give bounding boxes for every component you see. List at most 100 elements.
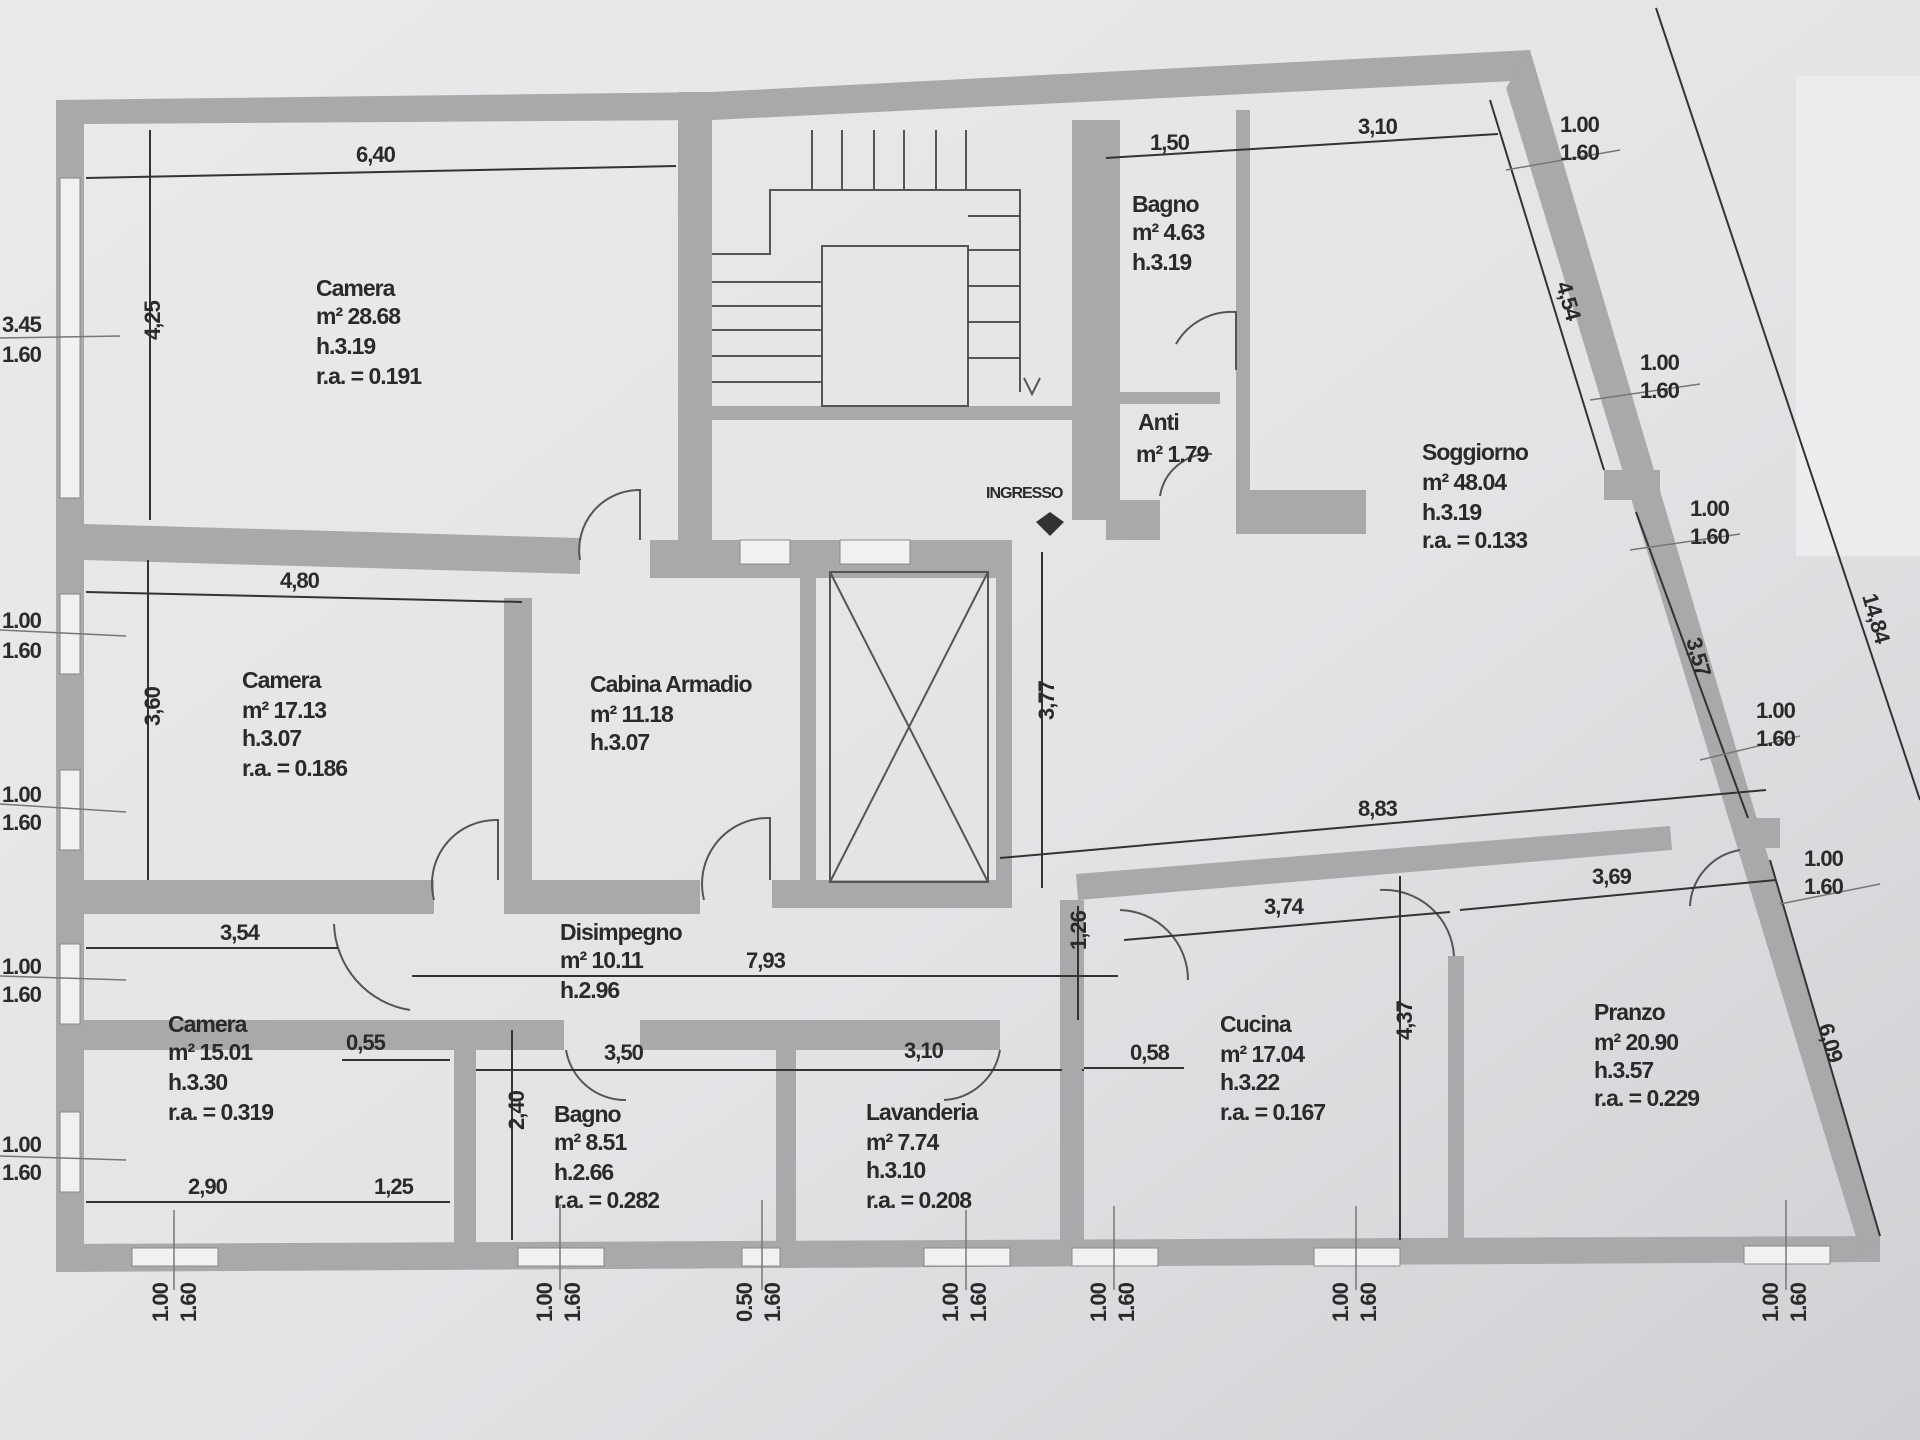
wall-camera1-bottom <box>84 524 580 574</box>
dim-793: 7,93 <box>746 948 786 973</box>
win-right-3-h: 1.60 <box>1690 524 1730 549</box>
bagno-top-area: m² 4.63 <box>1132 219 1204 245</box>
dim-360: 3,60 <box>140 686 165 726</box>
camera2-name: Camera <box>242 667 322 693</box>
win-bot-2-w: 1.00 <box>532 1282 557 1322</box>
lavanderia-name: Lavanderia <box>866 1099 979 1125</box>
leader <box>1629 533 1741 551</box>
window-entry-2 <box>839 539 911 565</box>
dim-310t: 3,10 <box>1358 114 1398 139</box>
camera3-ra: r.a. = 0.319 <box>168 1099 273 1125</box>
soggiorno-name: Soggiorno <box>1422 439 1529 465</box>
camera2-height: h.3.07 <box>242 725 301 751</box>
dim-425: 4,25 <box>140 300 165 340</box>
dim-240: 2,40 <box>504 1090 529 1130</box>
dim-line-454 <box>1489 99 1605 471</box>
disimpegno-height: h.2.96 <box>560 977 619 1003</box>
wall-cucina-right <box>1448 956 1464 1244</box>
win-bot-5-w: 1.00 <box>1086 1282 1111 1322</box>
camera2-ra: r.a. = 0.186 <box>242 755 347 781</box>
wall-shaft-right <box>996 540 1012 900</box>
win-left-3-h: 1.60 <box>2 810 42 835</box>
door-swing-anti <box>1159 452 1213 497</box>
camera3-name: Camera <box>168 1011 248 1037</box>
dim-125: 1,25 <box>374 1174 414 1199</box>
dim-310b: 3,10 <box>904 1038 944 1063</box>
leader <box>1779 883 1881 905</box>
window-bottom-1 <box>131 1247 219 1267</box>
window-bottom-2 <box>517 1247 605 1267</box>
void-box <box>829 571 989 883</box>
cabina-area: m² 11.18 <box>590 701 674 727</box>
leader <box>1589 383 1701 401</box>
dim-line-640 <box>85 165 677 179</box>
lavanderia-area: m² 7.74 <box>866 1129 939 1155</box>
dim-290: 2,90 <box>188 1174 228 1199</box>
wall-soggiorno-partition <box>1236 490 1366 534</box>
win-bot-7-w: 1.00 <box>1758 1282 1783 1322</box>
disimpegno-area: m² 10.11 <box>560 947 644 973</box>
wall-corridor-top-mid <box>504 880 700 914</box>
window-bottom-3 <box>741 1247 781 1267</box>
cucina-height: h.3.22 <box>1220 1069 1279 1095</box>
wall-lavanderia-right <box>1060 900 1084 1244</box>
win-bot-1-h: 1.60 <box>176 1282 201 1322</box>
void-cross <box>829 571 989 883</box>
win-right-3-w: 1.00 <box>1690 496 1730 521</box>
door-swing-cabina <box>701 816 771 901</box>
win-bot-1-w: 1.00 <box>148 1282 173 1322</box>
dim-480: 4,80 <box>280 568 320 593</box>
dim-058: 0,58 <box>1130 1040 1170 1065</box>
pranzo-height: h.3.57 <box>1594 1057 1653 1083</box>
win-left-4-h: 1.60 <box>2 982 42 1007</box>
leader <box>1505 149 1621 171</box>
win-right-4-h: 1.60 <box>1756 726 1796 751</box>
wall-bagno-right <box>776 1030 796 1244</box>
soggiorno-ra: r.a. = 0.133 <box>1422 527 1527 553</box>
window-tags: 3.45 1.60 1.00 1.60 1.00 1.60 1.00 1.60 … <box>2 112 1845 1185</box>
cabina-height: h.3.07 <box>590 729 649 755</box>
win-bot-3-w: 0.50 <box>732 1282 757 1322</box>
win-bot-6-w: 1.00 <box>1328 1282 1353 1322</box>
wall-corridor-top-left <box>84 880 434 914</box>
disimpegno-name: Disimpegno <box>560 919 683 945</box>
win-left-2-w: 1.00 <box>2 608 42 633</box>
pranzo-name: Pranzo <box>1594 999 1666 1025</box>
dim-354: 3,54 <box>220 920 261 945</box>
wall-camera3-right <box>454 1030 476 1244</box>
win-left-2-h: 1.60 <box>2 638 42 663</box>
bagno-top-name: Bagno <box>1132 191 1200 217</box>
window-left-5 <box>59 1111 81 1193</box>
leader <box>0 975 127 981</box>
door-swing-bagno <box>565 1049 627 1102</box>
dim-line-150-310 <box>1105 133 1499 159</box>
leader <box>0 629 127 637</box>
win-left-top-w: 3.45 <box>2 312 42 337</box>
leader <box>1699 735 1801 761</box>
staircase <box>712 130 1041 407</box>
win-right-5-w: 1.00 <box>1804 846 1844 871</box>
window-left-1 <box>59 177 81 499</box>
soggiorno-area: m² 48.04 <box>1422 469 1507 495</box>
win-right-4-w: 1.00 <box>1756 698 1796 723</box>
anti-area: m² 1.79 <box>1136 441 1208 467</box>
wall-bagno-left <box>1106 120 1120 500</box>
window-left-4 <box>59 943 81 1025</box>
wall-anti-top <box>1120 392 1220 404</box>
door-swing-pranzo-1 <box>1379 888 1455 957</box>
bagno-bottom-name: Bagno <box>554 1101 622 1127</box>
bagno-bottom-ra: r.a. = 0.282 <box>554 1187 659 1213</box>
window-bottom-4 <box>923 1247 1011 1267</box>
stair-well <box>821 245 969 407</box>
win-bot-6-h: 1.60 <box>1356 1282 1381 1322</box>
soggiorno-height: h.3.19 <box>1422 499 1481 525</box>
elevator-void <box>829 571 989 883</box>
win-bot-3-h: 1.60 <box>760 1282 785 1322</box>
win-left-4-w: 1.00 <box>2 954 42 979</box>
dim-line-374 <box>1123 911 1451 941</box>
wall-shaft-left <box>800 560 816 900</box>
stair-arrow-icon <box>1023 377 1041 397</box>
dim-line-883 <box>999 789 1767 859</box>
camera3-height: h.3.30 <box>168 1069 227 1095</box>
